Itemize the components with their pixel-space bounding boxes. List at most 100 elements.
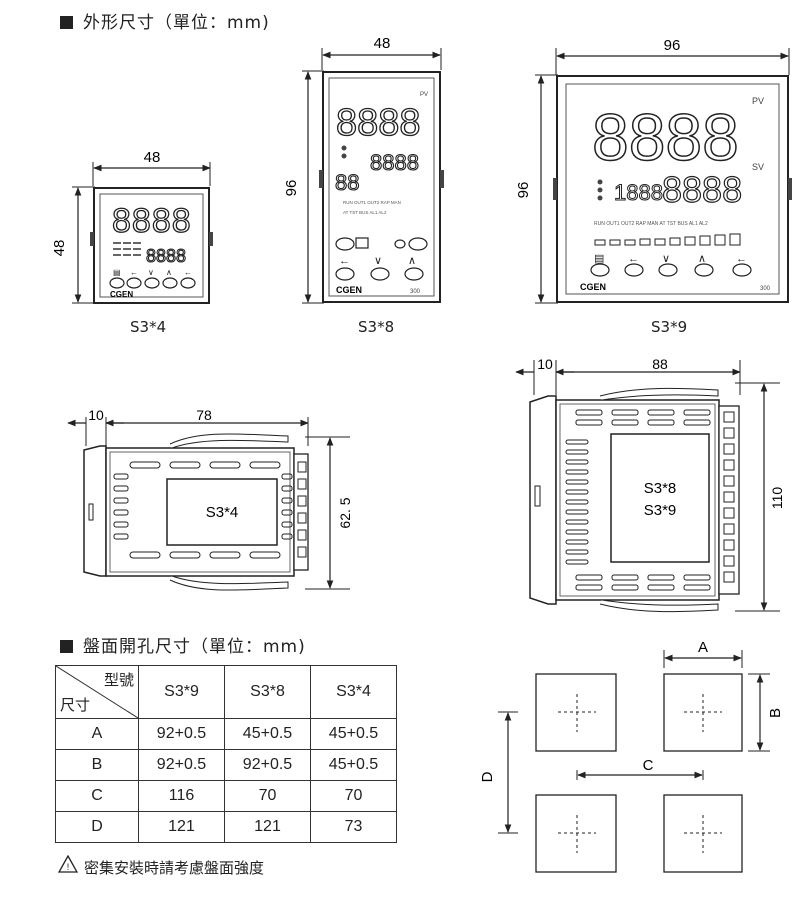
section-title-cutout: 盤面開孔尺寸（單位：mm) (60, 632, 306, 657)
s39-pv-label: PV (752, 96, 764, 106)
table-cell: 116 (138, 780, 225, 812)
table-cell: 121 (138, 811, 225, 843)
s39-height-label-side: 110 (769, 487, 785, 510)
s38-width-label: 48 (374, 35, 391, 52)
header-bottom-label: 尺寸 (60, 697, 91, 714)
section-title-text: 盤面開孔尺寸（單位：mm) (83, 637, 306, 657)
s39-brand: CGEN (580, 282, 606, 292)
section-title-dimensions: 外形尺寸（單位：mm) (60, 8, 270, 33)
table-cell: 45+0.5 (310, 749, 397, 781)
s39-model-no: 300 (760, 286, 771, 292)
s38-front-view: 48 96 8888 PV 8888 88 RUN OUT1 OUT2 RAP … (283, 35, 444, 304)
svg-text:∧: ∧ (166, 268, 172, 277)
s34-height-label: 48 (51, 240, 68, 257)
s39-sv-label: SV (752, 162, 764, 172)
svg-text:PV: PV (420, 92, 428, 98)
table-row: D 121 121 73 (55, 811, 397, 843)
s34-side-label: S3*4 (206, 504, 239, 521)
svg-text:▤: ▤ (113, 268, 121, 277)
s39-model-label: S3*9 (651, 318, 688, 336)
svg-text:8888: 8888 (662, 169, 742, 210)
cutout-d-label: D (479, 771, 496, 782)
cutout-layout-diagram: A B C D (479, 639, 784, 873)
svg-text:←: ← (339, 255, 350, 267)
s39-side-label: S3*9 (644, 502, 677, 519)
svg-text:1888: 1888 (614, 180, 663, 205)
cutout-spec-table: 型號 尺寸 S3*9 S3*8 S3*4 A 92+0.5 45+0.5 45+… (55, 665, 397, 843)
table-cell: 92+0.5 (138, 749, 225, 781)
svg-text:8888: 8888 (592, 100, 739, 174)
svg-text:∧: ∧ (408, 255, 416, 267)
table-cell: 92+0.5 (224, 749, 311, 781)
row-header: D (55, 811, 139, 843)
svg-text:8888: 8888 (112, 202, 192, 240)
svg-text:∨: ∨ (662, 253, 670, 265)
svg-text:∧: ∧ (698, 253, 706, 265)
svg-text:88: 88 (335, 170, 359, 195)
cutout-c-label: C (643, 757, 654, 774)
svg-text:←: ← (736, 253, 747, 265)
svg-text:▤: ▤ (594, 253, 604, 265)
s38-s39-side-view: 10 88 110 S3*8 S3*9 (515, 356, 785, 613)
svg-text:8888: 8888 (370, 150, 419, 175)
square-bullet-icon (60, 640, 73, 653)
s34-model-label: S3*4 (130, 318, 167, 336)
s34-brand: CGEN (110, 290, 133, 299)
row-header: A (55, 718, 139, 750)
svg-text:8888: 8888 (336, 102, 421, 144)
s38-height-label: 96 (283, 180, 300, 197)
cutout-a-label: A (698, 639, 708, 656)
column-header: S3*4 (310, 665, 397, 719)
note-text: 密集安裝時請考慮盤面強度 (84, 859, 265, 877)
warning-icon: ! (57, 854, 79, 877)
column-header: S3*8 (224, 665, 311, 719)
cutout-b-label: B (767, 708, 784, 718)
svg-text:RUN OUT1 OUT2 RAP MAN AT: RUN OUT1 OUT2 RAP MAN AT TST BUS AL1 AL2 (594, 221, 708, 227)
table-cell: 45+0.5 (310, 718, 397, 750)
table-cell: 45+0.5 (224, 718, 311, 750)
installation-note: ! 密集安裝時請考慮盤面強度 (57, 854, 265, 878)
table-row: B 92+0.5 92+0.5 45+0.5 (55, 749, 397, 781)
front-views-diagram: 48 48 8888 8888 ▤ ← ∨ ∧ ← CGEN 48 (51, 35, 792, 304)
table-row: A 92+0.5 45+0.5 45+0.5 (55, 718, 397, 750)
s34-height-label-side: 62. 5 (337, 497, 353, 528)
s39-depth-label: 88 (652, 356, 668, 372)
table-row: C 116 70 70 (55, 780, 397, 812)
svg-text:←: ← (130, 268, 138, 277)
table-cell: 70 (224, 780, 311, 812)
s34-front-depth-label: 10 (88, 407, 104, 423)
s34-width-label: 48 (144, 149, 161, 166)
s38-model-label: S3*8 (358, 318, 395, 336)
svg-text:AT TST BUS AL1 AL2: AT TST BUS AL1 AL2 (343, 210, 387, 215)
s39-width-label: 96 (664, 37, 681, 54)
svg-text:∨: ∨ (374, 255, 382, 267)
s34-front-view: 48 48 8888 8888 ▤ ← ∨ ∧ ← CGEN (51, 149, 213, 304)
square-bullet-icon (60, 16, 73, 29)
svg-text:!: ! (67, 862, 70, 872)
section-title-text: 外形尺寸（單位：mm) (83, 13, 270, 33)
table-cell: 121 (224, 811, 311, 843)
table-cell: 70 (310, 780, 397, 812)
svg-text:←: ← (184, 268, 192, 277)
s39-front-depth-label: 10 (537, 356, 553, 372)
s38-side-label: S3*8 (644, 480, 677, 497)
s38-brand: CGEN (336, 285, 362, 295)
table-cell: 73 (310, 811, 397, 843)
column-header: S3*9 (138, 665, 225, 719)
side-views-diagram: 10 78 62. 5 S3*4 (67, 356, 785, 613)
svg-text:RUN OUT1 OUT2 RAP MAN: RUN OUT1 OUT2 RAP MAN (343, 200, 401, 205)
row-header: C (55, 780, 139, 812)
header-top-label: 型號 (103, 672, 134, 689)
table-cell: 92+0.5 (138, 718, 225, 750)
s38-model-no: 300 (410, 289, 421, 295)
svg-text:←: ← (628, 253, 639, 265)
s34-depth-label: 78 (196, 407, 212, 423)
svg-text:8888: 8888 (146, 246, 186, 266)
row-header: B (55, 749, 139, 781)
s34-side-view: 10 78 62. 5 S3*4 (67, 407, 353, 591)
table-corner-header: 型號 尺寸 (55, 665, 139, 719)
diagonal-divider (56, 666, 138, 718)
s39-height-label: 96 (515, 182, 532, 199)
svg-text:∨: ∨ (148, 268, 154, 277)
s39-front-view: 96 96 8888 PV SV 8888 1888 RUN OUT1 OUT2… (515, 37, 792, 304)
